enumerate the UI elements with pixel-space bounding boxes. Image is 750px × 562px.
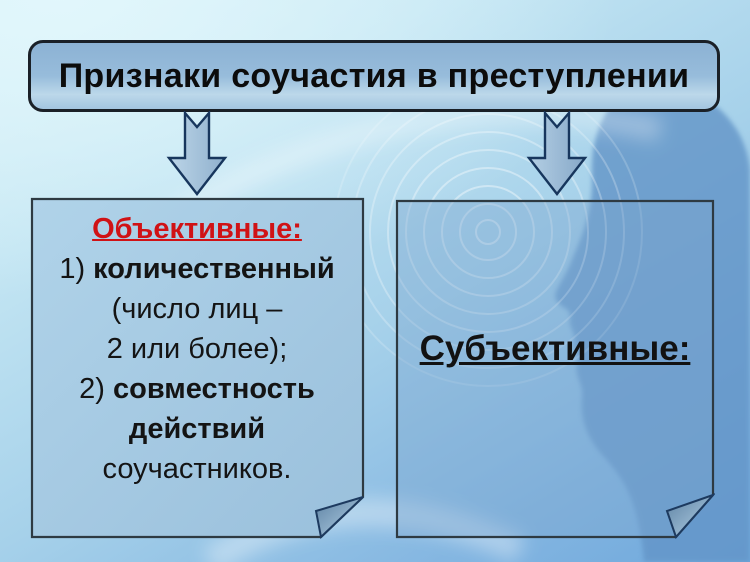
objective-item1-line3: 2 или более);	[106, 333, 288, 365]
objective-item1: 1) количественный	[59, 253, 335, 285]
note-sheet-icon	[395, 199, 715, 539]
down-arrow-right-icon	[526, 111, 588, 196]
objective-item2: 2) совместность	[79, 373, 315, 405]
objective-heading: Объективные:	[92, 213, 302, 245]
note-sheet-icon	[30, 197, 365, 539]
subjective-heading: Субъективные:	[419, 329, 691, 368]
objective-item2-line2: действий	[128, 413, 266, 445]
light-swoosh-icon	[143, 101, 663, 562]
objective-note-text: Объективные: 1) количественный (число ли…	[36, 209, 358, 489]
folded-corner-icon	[665, 493, 715, 539]
objective-note-box: Объективные: 1) количественный (число ли…	[30, 197, 365, 540]
slide-title: Признаки соучастия в преступлении	[58, 56, 690, 95]
objective-item1-line2: (число лиц –	[111, 293, 283, 325]
folded-corner-icon	[314, 496, 364, 539]
down-arrow-left-icon	[166, 111, 228, 196]
subjective-note-box: Субъективные:	[395, 199, 715, 540]
title-banner: Признаки соучастия в преступлении	[28, 40, 720, 112]
objective-item2-line3: соучастников.	[102, 453, 292, 485]
